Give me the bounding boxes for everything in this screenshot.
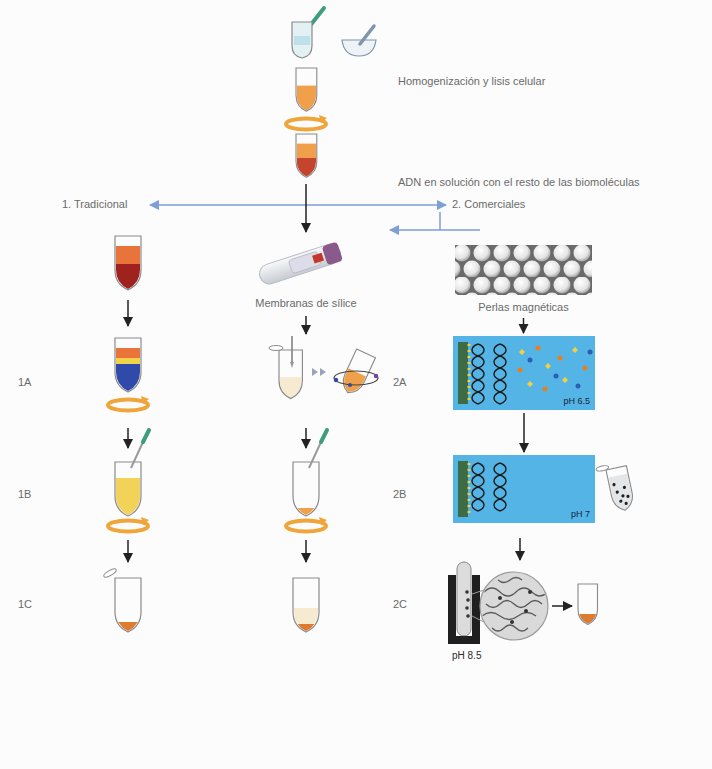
flow-arrow: [305, 540, 307, 562]
lysis-tube: [296, 68, 317, 118]
centrifuge-symbol: [286, 115, 327, 130]
flow-arrow: [305, 184, 307, 232]
centrifuge-symbol: [108, 517, 149, 532]
bead-tube: [596, 461, 637, 519]
branch-label: 2. Comerciales: [452, 198, 525, 211]
wash-illustration: [453, 455, 595, 523]
step-number: 2C: [393, 598, 407, 611]
centrifuge-symbol: [286, 517, 327, 532]
magnetic-beads-image: [455, 245, 592, 295]
binding-illustration: [453, 336, 595, 410]
flow-arrow: [523, 318, 525, 333]
flow-arrow: [127, 428, 129, 448]
flow-arrow: [305, 316, 307, 334]
phenol-tube: [115, 236, 141, 294]
ph-label: pH 8.5: [452, 650, 481, 662]
flow-arrow: [523, 413, 525, 452]
step-number: 1C: [18, 598, 32, 611]
node-text: pH 6.5: [563, 397, 590, 407]
mortar: [342, 26, 376, 56]
step-number: 2B: [393, 488, 406, 501]
flow-arrow: [305, 428, 307, 448]
centrifuge-symbol: [108, 396, 149, 411]
step-label: Homogenización y lisis celular: [398, 75, 545, 88]
magnetic-stand: [448, 562, 480, 644]
flow-arrow: [552, 605, 572, 607]
eluted-dna-tube: [293, 578, 319, 638]
flow-arrow: [519, 538, 521, 560]
branch-arrow: [150, 204, 306, 206]
flow-arrow: [127, 540, 129, 562]
branch-label: 1. Tradicional: [62, 198, 127, 211]
node-text-group: pH 7: [571, 510, 590, 520]
phase-tube: [115, 338, 141, 394]
step-label: ADN en solución con el resto de las biom…: [398, 176, 640, 189]
load-column: [269, 336, 378, 404]
dna-pellet-tube: [103, 567, 141, 638]
silica-column: [257, 242, 343, 287]
branch-bracket: [439, 212, 441, 230]
branch-arrow: [306, 204, 446, 206]
eluted-dna-tube: [578, 584, 598, 629]
bead-image-box: Perlas magnéticas: [455, 245, 592, 315]
precipitation-tube: [115, 430, 149, 522]
method-label: Membranas de sílice: [255, 297, 357, 310]
node-text-group: Perlas magnéticas: [478, 301, 569, 314]
magnified-view: [472, 572, 548, 640]
lysate-tube: [296, 134, 317, 182]
binding-panel: pH 6.5: [453, 336, 595, 410]
branch-bracket: [390, 229, 480, 231]
step-number: 1B: [18, 488, 31, 501]
node-text: Perlas magnéticas: [478, 301, 569, 314]
step-number: 1A: [18, 376, 31, 389]
wash-tube: [293, 430, 327, 522]
homogenizer: [292, 8, 324, 58]
node-text-group: pH 6.5: [563, 397, 590, 407]
step-number: 2A: [393, 376, 406, 389]
wash-panel: pH 7: [453, 455, 595, 523]
node-text: pH 7: [571, 510, 590, 520]
flow-arrow: [127, 300, 129, 326]
